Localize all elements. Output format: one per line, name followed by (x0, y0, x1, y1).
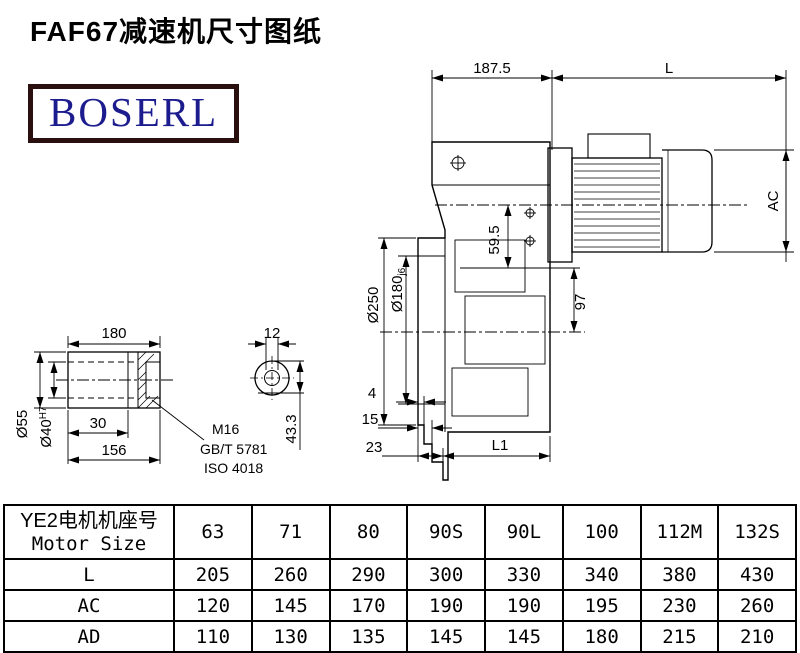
table-cell: 145 (484, 620, 564, 653)
table-cell: 190 (406, 589, 486, 622)
dim-flange-spigot-tolerance: j6 (397, 267, 408, 276)
dim-97-label: 97 (572, 294, 589, 311)
table-row-AC: AC 120 145 170 190 190 195 230 260 (3, 589, 797, 622)
table-cell: 330 (484, 558, 564, 591)
dim-flange-spigot-main: Ø180 (389, 276, 406, 313)
size-header-90S: 90S (406, 504, 486, 560)
size-header-100: 100 (561, 504, 642, 560)
page-title: FAF67减速机尺寸图纸 (30, 16, 323, 47)
dim-L1-label: L1 (492, 437, 509, 454)
motor-size-header-en: Motor Size (31, 532, 147, 555)
gearbox-main-view (380, 133, 748, 481)
table-cell: 170 (328, 589, 409, 622)
centerlines (380, 204, 748, 333)
table-cell: 260 (717, 589, 797, 622)
dim-shaft-bore-main: Ø40 (38, 419, 55, 447)
dim-flange-outer-label: Ø250 (365, 287, 382, 324)
brand-logo-text: BOSERL (49, 89, 219, 135)
bolt-hole-marker (450, 155, 536, 247)
dim-23-label: 23 (366, 439, 383, 456)
size-header-90L: 90L (484, 504, 564, 560)
row-label-AC: AC (3, 589, 175, 622)
gearbox-housing-outline (417, 141, 551, 481)
dim-key-width-label: 12 (264, 325, 281, 342)
shaft-detail-dimensions (34, 336, 304, 464)
table-cell: 195 (561, 589, 642, 622)
motor (547, 133, 713, 263)
shaft-hatching (137, 351, 159, 409)
dim-4-label: 4 (368, 385, 376, 402)
dim-59-5-label: 59.5 (486, 225, 503, 254)
table-cell: 190 (484, 589, 564, 622)
dim-shaft-length-label: 180 (101, 325, 126, 342)
table-cell: 380 (639, 558, 720, 591)
table-cell: 145 (406, 620, 486, 653)
table-header-row: YE2电机机座号 Motor Size 63 71 80 90S 90L 100… (3, 504, 797, 560)
table-row-AD: AD 110 130 135 145 145 180 215 210 (3, 620, 797, 653)
iso-standard-label: ISO 4018 (204, 460, 263, 476)
dim-15-label: 15 (362, 411, 379, 428)
size-header-112M: 112M (639, 504, 720, 560)
motor-fins (574, 163, 660, 248)
table-cell: 300 (406, 558, 486, 591)
dim-flange-spigot-label: Ø180j6 (389, 267, 408, 312)
row-label-L: L (3, 558, 175, 591)
size-header-80: 80 (328, 504, 409, 560)
table-cell: 145 (250, 589, 331, 622)
table-cell: 215 (639, 620, 720, 653)
table-cell: 290 (328, 558, 409, 591)
dim-shaft-bore-label: Ø40H7 (38, 406, 55, 448)
table-cell: 135 (328, 620, 409, 653)
dim-top-width-label: 187.5 (473, 60, 511, 77)
size-header-132S: 132S (717, 504, 797, 560)
dim-shaft-outer-label: Ø55 (14, 410, 31, 438)
main-view-dimensions (378, 70, 794, 462)
table-cell: 430 (717, 558, 797, 591)
thread-note-label: M16 (212, 421, 239, 437)
gb-standard-label: GB/T 5781 (200, 441, 268, 457)
dim-30-label: 30 (90, 415, 107, 432)
shaft-detail-view (56, 351, 294, 441)
table-cell: 130 (250, 620, 331, 653)
motor-size-header-cn: YE2电机机座号 (20, 509, 158, 532)
table-cell: 210 (717, 620, 797, 653)
dim-motor-height-label: AC (765, 190, 782, 211)
table-cell: 110 (173, 620, 253, 653)
motor-spec-table: YE2电机机座号 Motor Size 63 71 80 90S 90L 100… (3, 504, 797, 653)
dim-43-3-label: 43.3 (283, 414, 300, 443)
table-row-L: L 205 260 290 300 330 340 380 430 (3, 558, 797, 591)
table-cell: 340 (561, 558, 642, 591)
brand-logo: BOSERL (28, 84, 240, 144)
motor-size-header-cell: YE2电机机座号 Motor Size (3, 504, 175, 560)
motor-fan-cowl (662, 149, 713, 253)
table-cell: 180 (561, 620, 642, 653)
motor-terminal-box (587, 133, 651, 159)
shaft-bore-hidden-lines (68, 361, 138, 399)
row-label-AD: AD (3, 620, 175, 653)
dim-156-label: 156 (101, 442, 126, 459)
shaft-end-view (250, 356, 294, 400)
dim-shaft-bore-tolerance: H7 (38, 406, 49, 419)
table-cell: 260 (250, 558, 331, 591)
size-header-63: 63 (173, 504, 253, 560)
size-header-71: 71 (250, 504, 331, 560)
dim-motor-length-label: L (665, 60, 673, 77)
table-cell: 205 (173, 558, 253, 591)
table-cell: 230 (639, 589, 720, 622)
table-cell: 120 (173, 589, 253, 622)
